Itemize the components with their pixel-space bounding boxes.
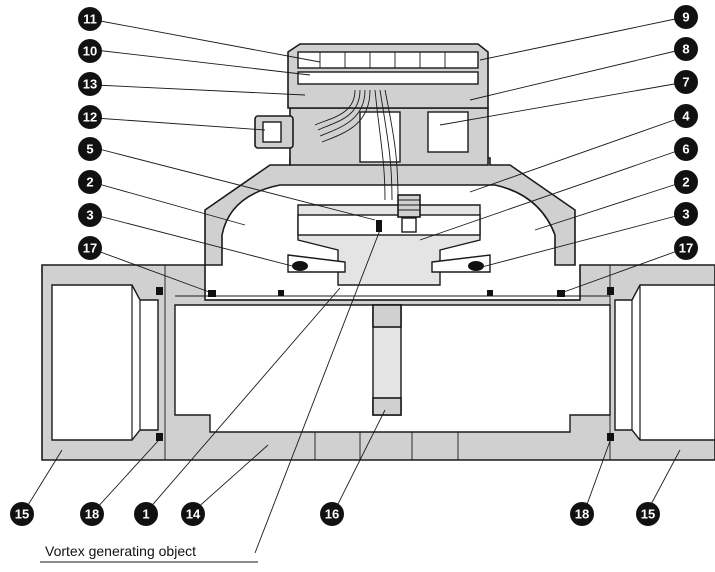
callout-5: 5 (78, 137, 102, 161)
svg-text:5: 5 (86, 142, 93, 157)
seal-dots (156, 287, 614, 441)
callout-3-left: 3 (78, 203, 102, 227)
svg-text:12: 12 (83, 110, 97, 125)
svg-text:18: 18 (575, 507, 589, 522)
svg-text:3: 3 (86, 208, 93, 223)
svg-text:6: 6 (682, 142, 689, 157)
callout-17-left: 17 (78, 236, 102, 260)
svg-text:8: 8 (682, 42, 689, 57)
internal-wiring (314, 89, 399, 201)
callout-16: 16 (320, 502, 344, 526)
callout-18-left: 18 (80, 502, 104, 526)
seal-rings (287, 254, 491, 273)
svg-text:4: 4 (682, 109, 690, 124)
pcb-top (297, 51, 479, 69)
callout-17-right: 17 (674, 236, 698, 260)
callout-12: 12 (78, 105, 102, 129)
callout-8: 8 (674, 37, 698, 61)
leader-lines (24, 17, 681, 563)
svg-text:2: 2 (86, 175, 93, 190)
svg-text:11: 11 (83, 12, 97, 27)
vortex-object-caption: Vortex generating object (45, 543, 196, 559)
svg-text:18: 18 (85, 507, 99, 522)
svg-text:16: 16 (325, 507, 339, 522)
upper-housing (204, 157, 576, 266)
svg-text:10: 10 (83, 44, 97, 59)
callout-7: 7 (674, 70, 698, 94)
callout-10: 10 (78, 39, 102, 63)
svg-text:14: 14 (186, 507, 201, 522)
callout-15-right: 15 (636, 502, 660, 526)
pcb-bottom (297, 71, 479, 85)
svg-text:17: 17 (83, 241, 97, 256)
callout-3-right: 3 (674, 202, 698, 226)
svg-text:13: 13 (83, 77, 97, 92)
callout-15-left: 15 (10, 502, 34, 526)
svg-text:17: 17 (679, 241, 693, 256)
svg-text:7: 7 (682, 75, 689, 90)
pipe-body (41, 264, 715, 461)
vortex-generator (372, 304, 402, 416)
callout-2-right: 2 (674, 170, 698, 194)
right-flange-bore (614, 284, 715, 441)
callout-2-left: 2 (78, 170, 102, 194)
svg-text:2: 2 (682, 175, 689, 190)
callout-11: 11 (78, 7, 102, 31)
callout-9: 9 (674, 5, 698, 29)
sensor-head (397, 194, 421, 218)
callout-badges: 11 10 13 12 5 2 3 17 9 8 7 4 6 2 3 17 15… (10, 5, 698, 526)
svg-text:1: 1 (142, 507, 149, 522)
svg-text:15: 15 (15, 507, 29, 522)
callout-1: 1 (134, 502, 158, 526)
callout-18-right: 18 (570, 502, 594, 526)
callout-13: 13 (78, 72, 102, 96)
electronics-head (254, 43, 489, 201)
svg-text:9: 9 (682, 10, 689, 25)
svg-text:15: 15 (641, 507, 655, 522)
left-flange-bore (51, 284, 159, 441)
housing-shell (204, 157, 576, 266)
vortex-pin (376, 220, 382, 232)
svg-text:3: 3 (682, 207, 689, 222)
callout-4: 4 (674, 104, 698, 128)
callout-6: 6 (674, 137, 698, 161)
callout-14: 14 (181, 502, 205, 526)
